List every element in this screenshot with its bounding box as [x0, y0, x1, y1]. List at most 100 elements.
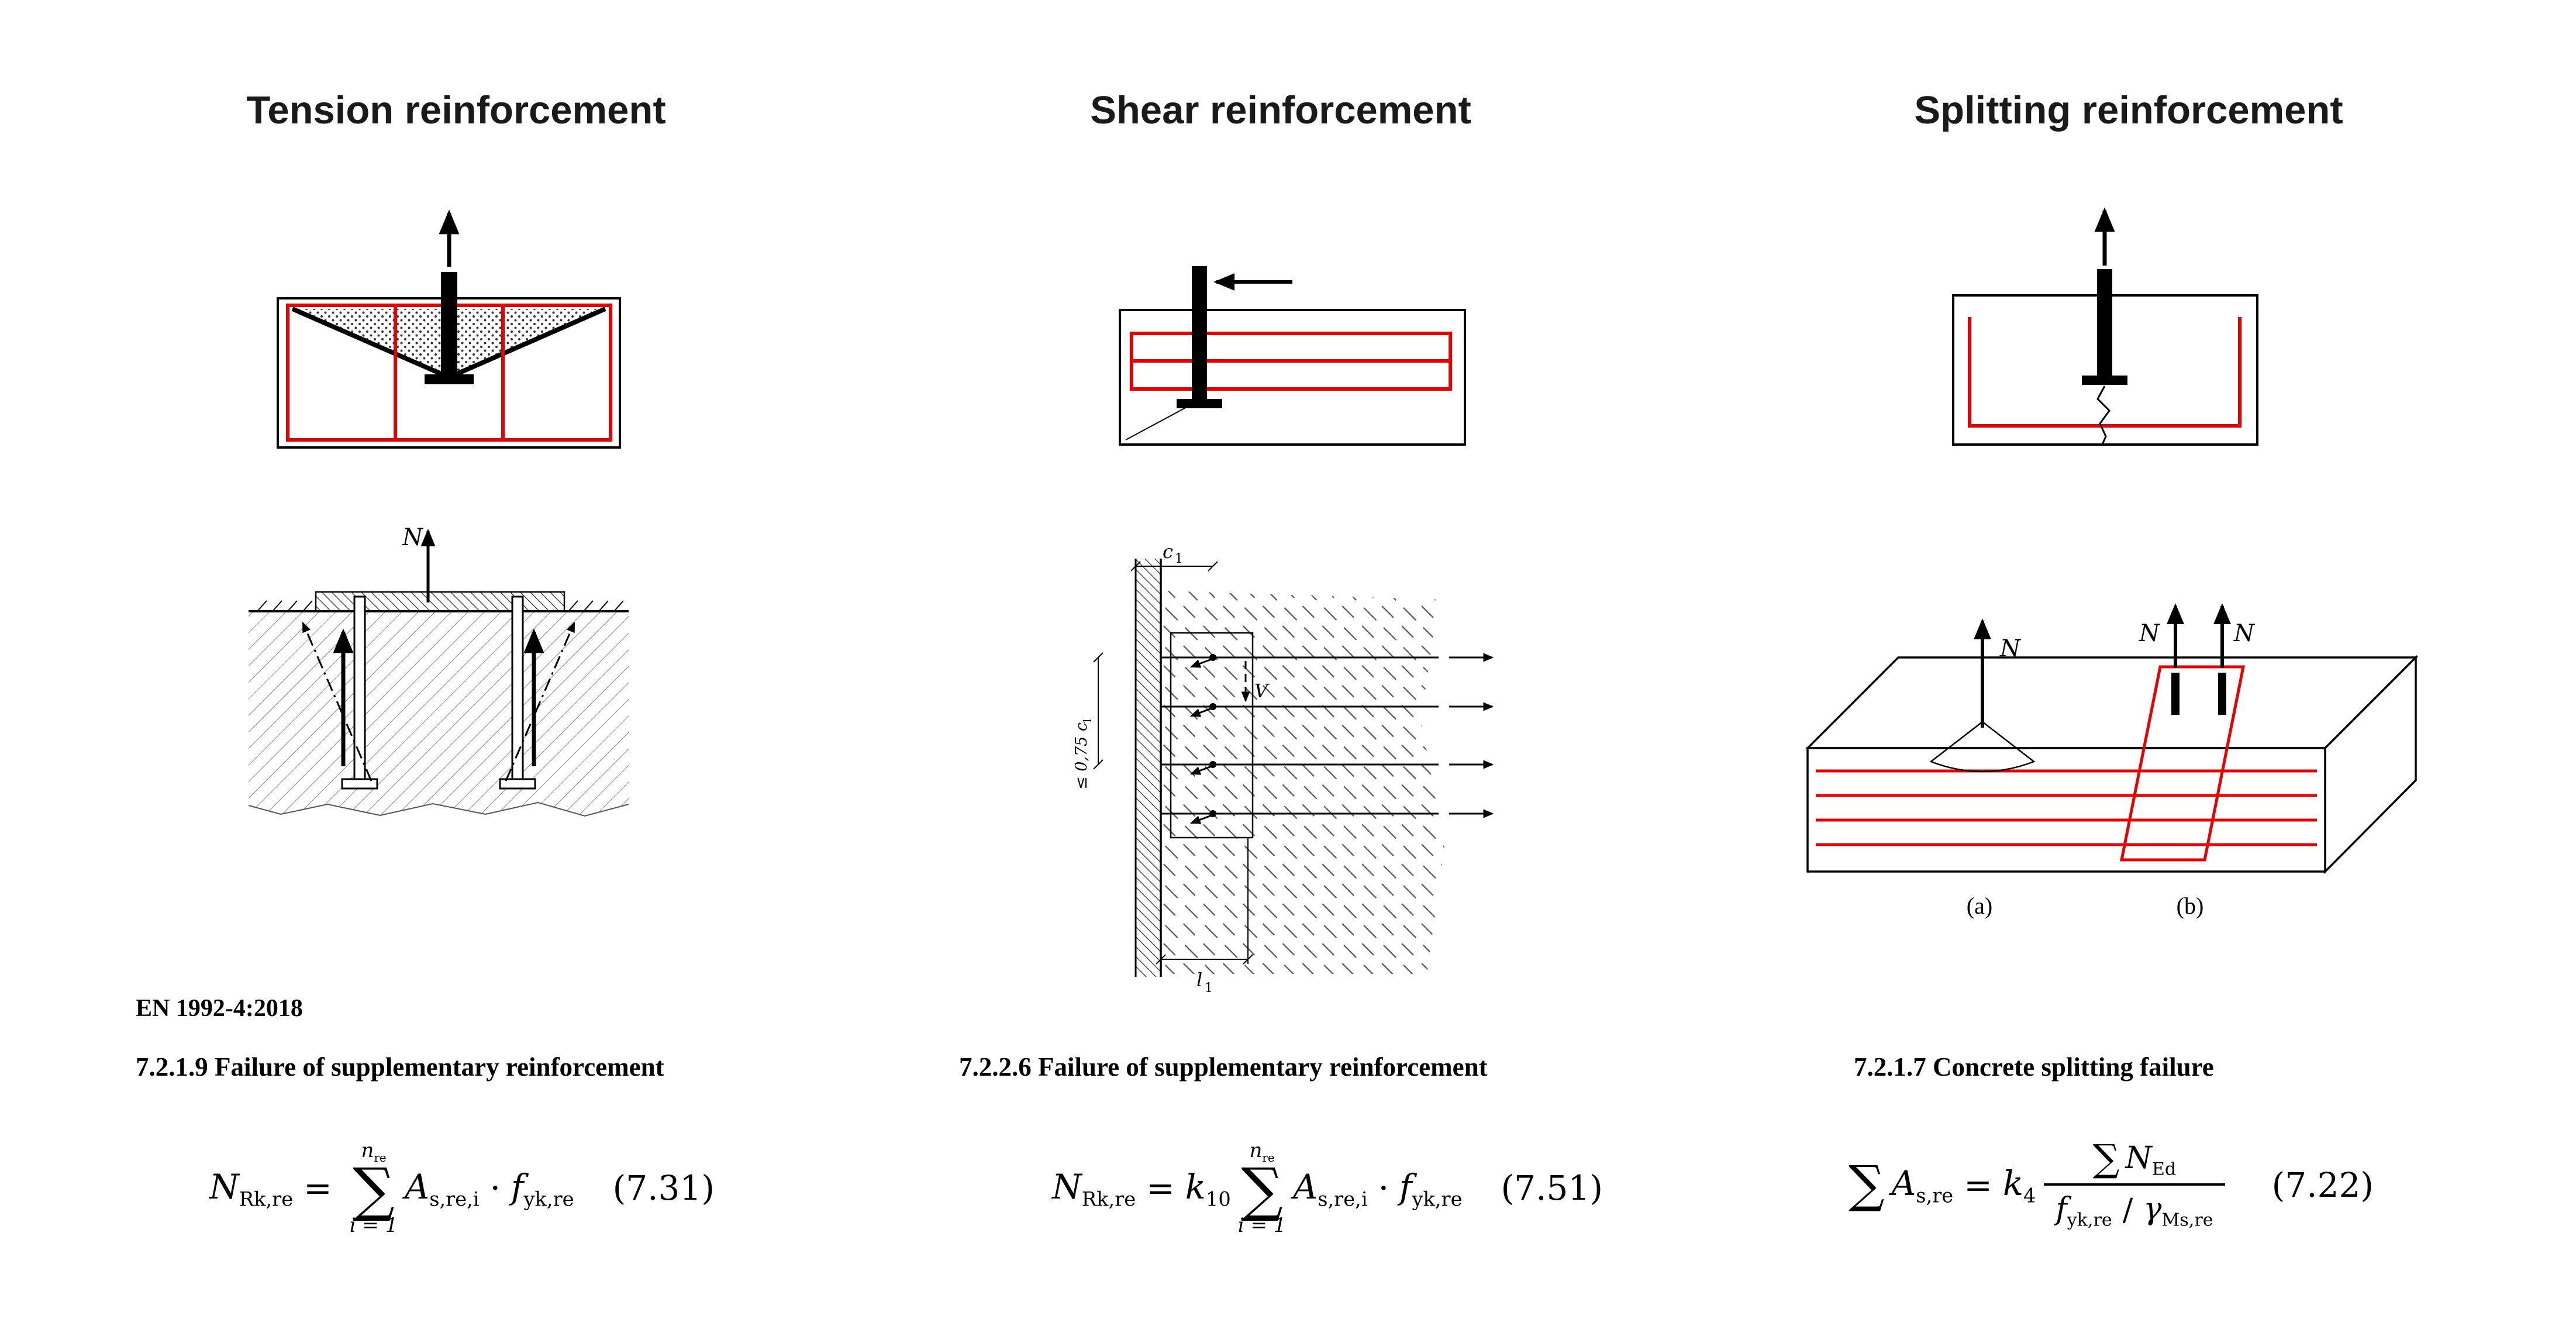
- svg-text:1: 1: [1081, 717, 1094, 724]
- spacing-tick-top: [1093, 652, 1103, 663]
- section-heading-splitting: 7.2.1.7 Concrete splitting failure: [1854, 1052, 2214, 1082]
- var-A: A: [1293, 1166, 1318, 1207]
- var-N: N: [2125, 1141, 2152, 1176]
- column-title-splitting: Splitting reinforcement: [1914, 88, 2343, 132]
- fraction-denominator: fyk,re / γMs,re: [2044, 1183, 2225, 1230]
- concrete-body: [1161, 591, 1444, 974]
- term-f-ykre: fyk,re: [511, 1167, 574, 1209]
- sub-Msre: Ms,re: [2161, 1209, 2213, 1230]
- sub-10: 10: [1205, 1187, 1231, 1211]
- concrete-edge-band: [1136, 559, 1161, 977]
- tension-anchor-diagram: [277, 209, 621, 449]
- splitting-slab-drawing: N N N (a) (b): [1805, 603, 2419, 919]
- anchor-head: [425, 374, 474, 384]
- summation: nre ∑ i = 1: [1238, 1141, 1287, 1235]
- summation: nre ∑ i = 1: [350, 1141, 398, 1235]
- anchor-shaft: [1192, 266, 1207, 401]
- sub-Ed: Ed: [2151, 1159, 2177, 1180]
- sum-upper-bound: nre: [361, 1141, 387, 1164]
- l1-label: l: [1196, 969, 1202, 991]
- cone-edge-right: [448, 307, 606, 380]
- equals-sign: =: [1964, 1165, 1992, 1205]
- term-gamma-Msre: γMs,re: [2143, 1192, 2213, 1230]
- term-N-Rkre: NRk,re: [209, 1167, 293, 1209]
- sub-sre: s,re: [1916, 1184, 1954, 1208]
- anchor-head-left: [341, 778, 378, 790]
- strut-line-left: [302, 621, 373, 781]
- var-k: k: [1185, 1166, 1206, 1207]
- spacing-limit-label: ≤ 0,75 c 1: [1073, 717, 1094, 790]
- shear-load-arrows: [1449, 653, 1494, 818]
- tension-section-drawing: N: [248, 524, 629, 817]
- formula-shear: NRk,re = k10 nre ∑ i = 1 As,re,i · fyk,r…: [988, 1141, 1667, 1235]
- var-f: f: [511, 1166, 524, 1207]
- sub-re: re: [374, 1151, 387, 1165]
- var-n: n: [1249, 1139, 1263, 1162]
- var-n: n: [361, 1139, 374, 1162]
- anchor-b2: [2218, 673, 2226, 715]
- c1-tick-left: [1130, 561, 1141, 571]
- sub-Rkre: Rk,re: [1081, 1187, 1136, 1211]
- sub-ykre: yk,re: [523, 1187, 574, 1211]
- term-k4: k4: [2003, 1163, 2036, 1206]
- reinforcement-u-loop: [1968, 317, 2242, 428]
- force-label-b2: N: [2233, 620, 2256, 647]
- term-f-ykre: fyk,re: [2056, 1192, 2112, 1230]
- c1-tick-right: [1208, 561, 1218, 571]
- anchor-b1: [2171, 673, 2180, 715]
- rebar-hooks: [1189, 654, 1217, 824]
- equation-number: (7.22): [2271, 1165, 2374, 1205]
- dot-operator: ·: [489, 1168, 501, 1208]
- column-title-shear: Shear reinforcement: [1090, 88, 1471, 132]
- standard-reference: EN 1992-4:2018: [136, 995, 303, 1022]
- concrete-block-outline: [1119, 309, 1466, 446]
- anchor-head: [2082, 376, 2127, 385]
- var-N: N: [209, 1166, 239, 1207]
- sub-re: re: [1262, 1151, 1275, 1165]
- splitting-crack: [2096, 385, 2111, 445]
- shear-anchor-diagram: [1119, 266, 1466, 446]
- term-A-srei: As,re,i: [405, 1167, 479, 1209]
- equation-number: (7.51): [1501, 1168, 1603, 1208]
- equals-sign: =: [1146, 1168, 1175, 1208]
- var-k: k: [2002, 1163, 2023, 1204]
- force-label-N: N: [402, 524, 424, 551]
- fraction: ∑ NEd fyk,re / γMs,re: [2044, 1141, 2225, 1229]
- shear-force-label: V: [1254, 680, 1270, 702]
- slash-operator: /: [2122, 1192, 2133, 1228]
- equation-number: (7.31): [612, 1168, 715, 1208]
- rebar-lines: [1161, 656, 1439, 815]
- slab-top-face: [1805, 656, 2419, 749]
- column-title-tension: Tension reinforcement: [246, 88, 666, 132]
- term-N-Ed: NEd: [2125, 1141, 2176, 1179]
- spacing-tick-bottom: [1093, 759, 1103, 770]
- concrete-section: [249, 611, 629, 816]
- fraction-numerator: ∑ NEd: [2081, 1141, 2188, 1183]
- shear-section-drawing: V c 1 ≤ 0,75 c 1 l 1: [1073, 540, 1494, 996]
- var-f: f: [1399, 1166, 1412, 1207]
- sum-symbol-small: ∑: [2092, 1137, 2120, 1181]
- term-k10: k10: [1185, 1167, 1231, 1209]
- breakout-cone-a: [1929, 721, 2036, 773]
- section-heading-tension: 7.2.1.9 Failure of supplementary reinfor…: [136, 1052, 664, 1082]
- slab-front-face: [1806, 747, 2326, 873]
- sum-symbol: ∑: [1848, 1155, 1885, 1214]
- surface-hatch-ticks: [257, 600, 624, 612]
- formula-tension: NRk,re = nre ∑ i = 1 As,re,i · fyk,re (7…: [146, 1141, 778, 1235]
- term-f-ykre: fyk,re: [1399, 1167, 1463, 1209]
- sigma-symbol: ∑: [1241, 1155, 1283, 1224]
- case-a-label: (a): [1967, 893, 1992, 919]
- anchor-zone-outline: [1170, 632, 1254, 839]
- anchor-shaft: [2097, 269, 2112, 377]
- equals-sign: =: [304, 1168, 332, 1208]
- sigma-symbol: ∑: [353, 1155, 395, 1224]
- sub-ykre: yk,re: [1412, 1187, 1463, 1211]
- anchor-head-right: [499, 778, 536, 790]
- cone-edge-left: [291, 307, 450, 380]
- svg-text:≤ 0,75 c: ≤ 0,75 c: [1073, 722, 1091, 790]
- var-A: A: [1891, 1163, 1916, 1204]
- anchor-shaft: [441, 272, 457, 377]
- section-heading-shear: 7.2.2.6 Failure of supplementary reinfor…: [959, 1052, 1488, 1082]
- sub-srei: s,re,i: [429, 1187, 480, 1211]
